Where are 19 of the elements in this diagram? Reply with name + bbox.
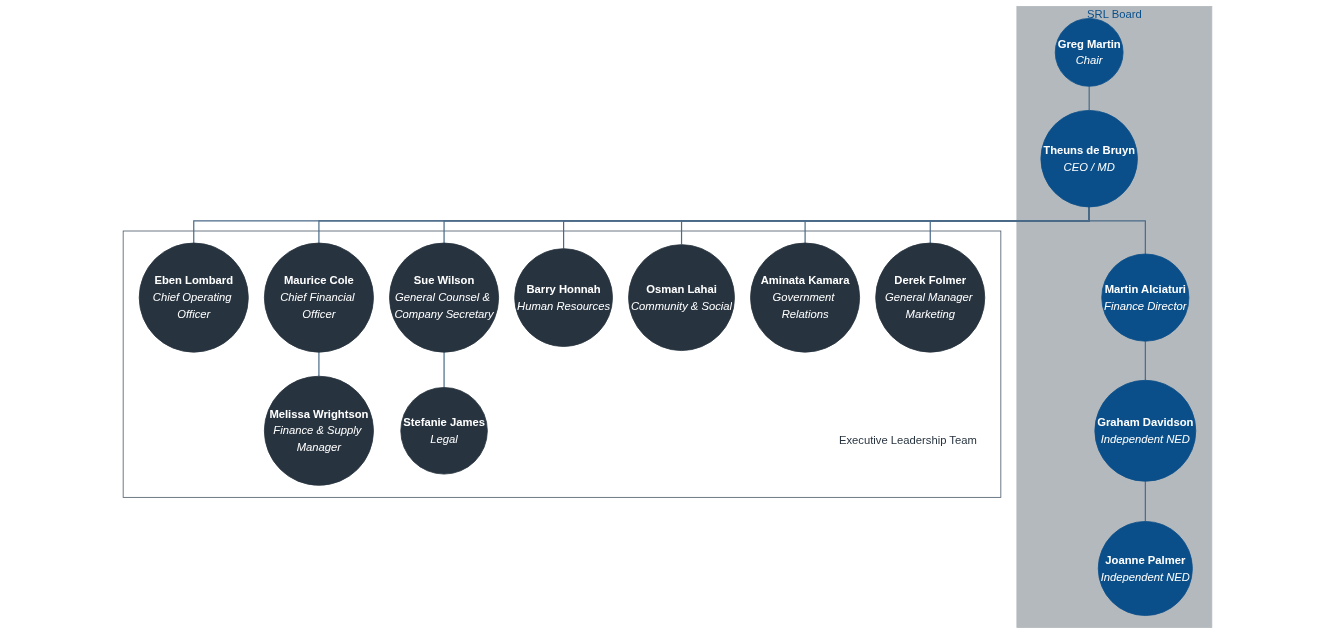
node-circle: Barry Honnah Human Resources (514, 248, 613, 347)
connector (318, 351, 320, 377)
node-circle: Osman Lahai Community & Social (628, 244, 735, 351)
connector (1144, 480, 1146, 522)
node-circle: Theuns de Bruyn CEO / MD (1040, 109, 1138, 208)
node-circle: Maurice Cole Chief Financial Officer (263, 242, 374, 353)
connector (443, 351, 445, 389)
node-circle: Aminata Kamara Government Relations (750, 242, 861, 353)
connector (193, 85, 1146, 522)
node-circle: Greg Martin Chair (1054, 18, 1124, 87)
node-circle: Stefanie James Legal (400, 387, 488, 475)
node-circle: Melissa Wrightson Finance & Supply Manager (263, 375, 374, 486)
node-circle: Eben Lombard Chief Operating Officer (138, 242, 249, 353)
connector (1144, 340, 1146, 381)
node-circle: Martin Alciaturi Finance Director (1101, 253, 1190, 342)
node-circle: Sue Wilson General Counsel & Company Secretary (389, 242, 500, 353)
node-circle: Graham Davidson Independent NED (1094, 379, 1197, 482)
node-circle: Derek Folmer General Manager Marketing (875, 242, 986, 353)
node-circle: Joanne Palmer Independent NED (1097, 521, 1193, 616)
